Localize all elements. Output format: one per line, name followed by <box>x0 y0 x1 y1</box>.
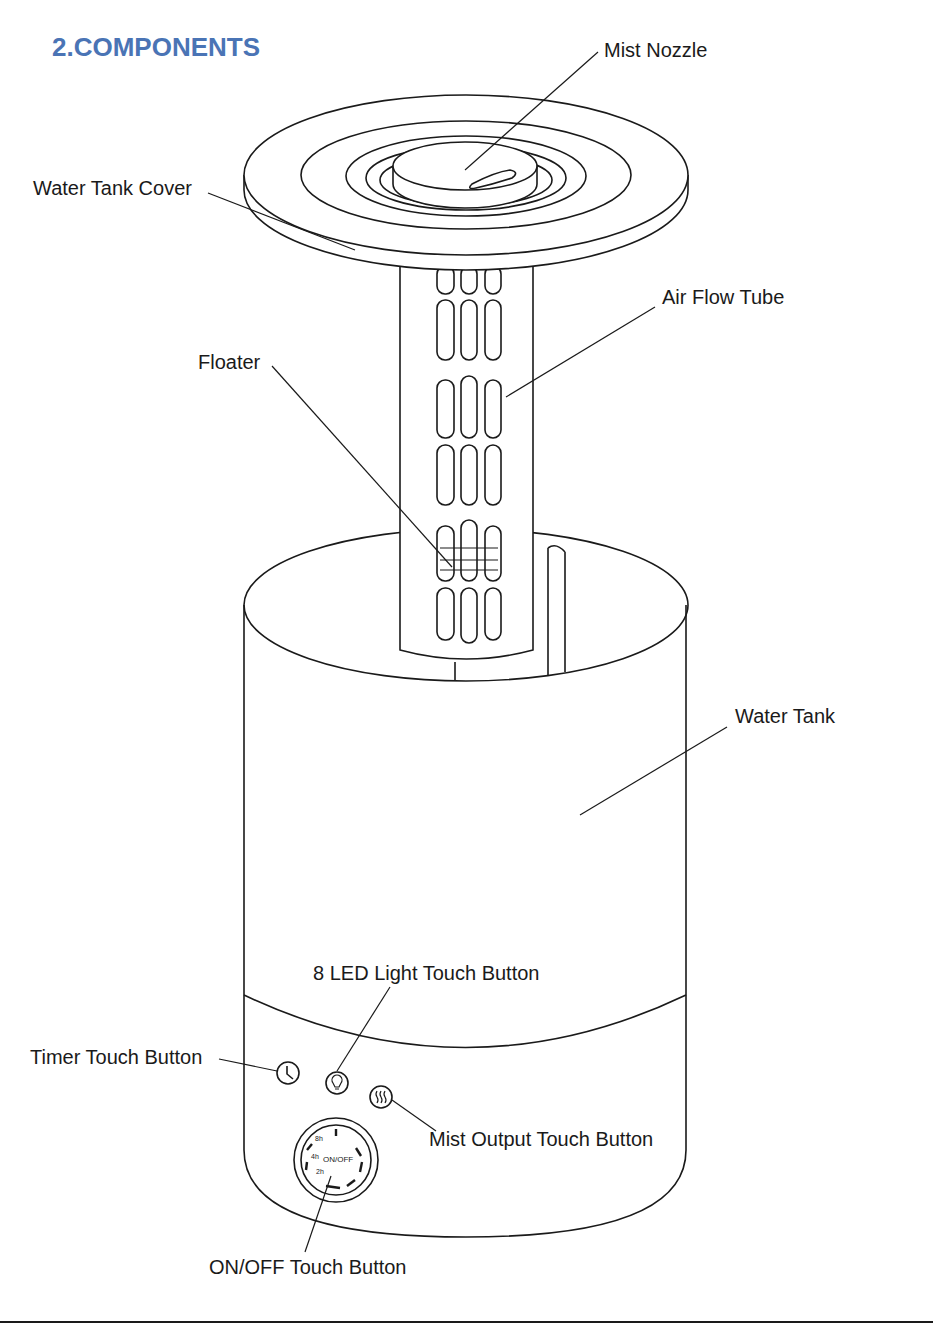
dial-text: 8h <box>315 1135 323 1143</box>
cover-ring <box>346 136 586 216</box>
bulb-icon <box>332 1075 342 1089</box>
air-flow-tube <box>400 262 533 659</box>
clock-icon <box>287 1066 293 1079</box>
mist-icon <box>376 1091 386 1103</box>
timer-button <box>277 1062 299 1084</box>
part-label: ON/OFF Touch Button <box>209 1256 407 1279</box>
nozzle-slot <box>470 170 516 189</box>
dial-marks <box>306 1129 362 1188</box>
on-off-dial <box>294 1118 378 1202</box>
on-off-dial-inner <box>301 1125 371 1195</box>
page-rule <box>0 1321 933 1323</box>
led-button <box>326 1072 348 1094</box>
part-label: Timer Touch Button <box>30 1046 202 1069</box>
tank-base-seam <box>244 995 686 1048</box>
leader-line <box>506 307 655 397</box>
leader-line <box>337 987 390 1071</box>
part-label: Water Tank <box>735 705 835 728</box>
part-label: Mist Nozzle <box>604 39 707 62</box>
part-label: Air Flow Tube <box>662 286 784 309</box>
leader-line <box>305 1176 331 1252</box>
leader-line <box>392 1100 436 1131</box>
tube-slots <box>437 266 501 643</box>
tank-body <box>244 605 686 1150</box>
dial-text: ON/OFF <box>323 1155 353 1164</box>
leader-line <box>208 193 355 250</box>
diagram-title: 2.COMPONENTS <box>52 33 260 63</box>
water-tank-cover <box>244 95 688 255</box>
part-label: Mist Output Touch Button <box>429 1128 653 1151</box>
leader-line <box>580 727 727 815</box>
dial-text: 4h <box>311 1153 319 1161</box>
leader-line <box>272 366 452 567</box>
tube-seam <box>454 662 456 680</box>
leader-line <box>219 1059 277 1071</box>
mist-button <box>370 1086 392 1108</box>
part-label: Floater <box>198 351 260 374</box>
part-label: Water Tank Cover <box>33 177 192 200</box>
tank-rim-front <box>244 605 688 681</box>
leader-lines <box>208 52 727 1252</box>
part-label: 8 LED Light Touch Button <box>313 962 539 985</box>
mist-nozzle <box>393 142 537 190</box>
leader-line <box>465 52 598 170</box>
dial-text: 2h <box>316 1168 324 1176</box>
tank-handle <box>548 546 565 676</box>
cover-ring <box>301 121 631 229</box>
